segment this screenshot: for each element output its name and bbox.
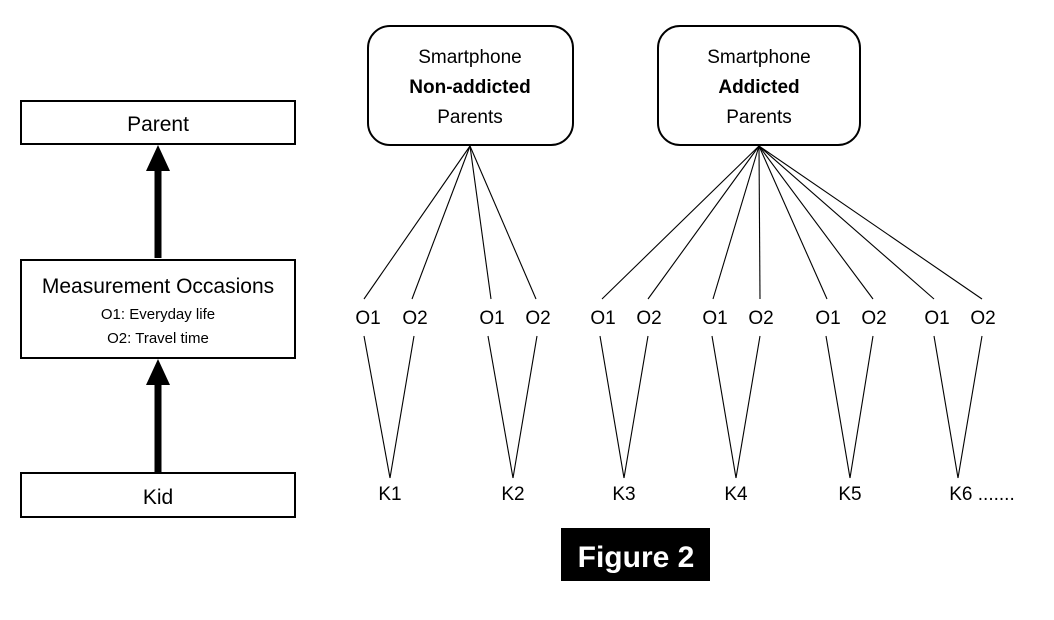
occasion-label-row: O1 O2 O1 O2 O1 O2 O1 O2 O1 O2 O1 O2 <box>355 308 995 329</box>
kid-box-label: Kid <box>143 486 173 509</box>
occasion-label: O1 <box>479 308 504 329</box>
measurement-occasions-box-label: Measurement Occasions <box>42 275 274 298</box>
occasion-label: O2 <box>525 308 550 329</box>
v-line <box>711 335 737 479</box>
parent-level-box: Parent <box>20 100 296 145</box>
addicted-box-rect <box>657 25 861 146</box>
v-line <box>512 335 538 479</box>
kid-label: K1 <box>378 484 401 505</box>
occasion-label: O1 <box>590 308 615 329</box>
fan-line <box>469 145 537 300</box>
v-lines-occasions-to-kids <box>363 335 983 479</box>
fan-line <box>758 145 828 300</box>
figure-caption-label: Figure 2 <box>578 541 695 574</box>
measurement-occasions-box-rect <box>20 259 296 359</box>
parent-box-label: Parent <box>127 113 189 136</box>
addicted-line-3: Parents <box>726 107 791 128</box>
arrow-kid-to-occasions <box>146 359 170 472</box>
arrow-head-up <box>146 359 170 385</box>
occasion-label: O1 <box>702 308 727 329</box>
fan-line <box>712 145 760 300</box>
fan-lines-addicted <box>601 145 983 300</box>
occasion-definition-o2: O2: Travel time <box>107 330 209 347</box>
fan-line <box>758 145 761 300</box>
kid-label: K6 ....... <box>949 484 1014 505</box>
kid-label: K3 <box>612 484 635 505</box>
fan-line <box>601 145 760 300</box>
fan-line <box>758 145 983 300</box>
fan-line <box>363 145 471 300</box>
v-line <box>957 335 983 479</box>
v-line <box>623 335 649 479</box>
group-box-addicted: Smartphone Addicted Parents <box>657 25 861 146</box>
occasion-label: O2 <box>861 308 886 329</box>
addicted-line-1: Smartphone <box>707 47 811 68</box>
group-box-non-addicted: Smartphone Non-addicted Parents <box>367 25 574 146</box>
measurement-occasions-level-box: Measurement Occasions O1: Everyday life … <box>20 259 296 359</box>
occasion-label: O2 <box>402 308 427 329</box>
right-panel-sample-structure: Smartphone Non-addicted Parents Smartpho… <box>355 25 1015 505</box>
occasion-label: O1 <box>924 308 949 329</box>
arrow-occasions-to-parent <box>146 145 170 258</box>
non-addicted-line-2: Non-addicted <box>409 77 530 98</box>
occasion-label: O2 <box>970 308 995 329</box>
fan-line <box>758 145 874 300</box>
left-panel-multilevel-structure: Parent Measurement Occasions O1: Everyda… <box>20 100 296 518</box>
occasion-label: O1 <box>815 308 840 329</box>
v-line <box>849 335 874 479</box>
v-line <box>735 335 761 479</box>
kid-label: K4 <box>724 484 748 505</box>
fan-line <box>758 145 935 300</box>
non-addicted-box-rect <box>367 25 574 146</box>
occasion-label: O1 <box>355 308 380 329</box>
fan-line <box>411 145 471 300</box>
v-line <box>363 335 391 479</box>
v-line <box>389 335 415 479</box>
figure-caption: Figure 2 <box>561 528 710 581</box>
occasion-definition-o1: O1: Everyday life <box>101 306 215 323</box>
arrow-head-up <box>146 145 170 171</box>
kid-level-box: Kid <box>20 472 296 518</box>
kid-box-rect <box>20 472 296 518</box>
fan-line <box>647 145 760 300</box>
occasion-label: O2 <box>748 308 773 329</box>
non-addicted-line-3: Parents <box>437 107 502 128</box>
non-addicted-line-1: Smartphone <box>418 47 522 68</box>
kid-label: K5 <box>838 484 861 505</box>
v-line <box>825 335 851 479</box>
kid-label-row: K1 K2 K3 K4 K5 K6 ....... <box>378 484 1014 505</box>
figure-caption-background <box>561 528 710 581</box>
v-line <box>599 335 625 479</box>
v-line <box>933 335 959 479</box>
fan-lines-non-addicted <box>363 145 537 300</box>
parent-box-rect <box>20 100 296 145</box>
addicted-line-2: Addicted <box>718 77 799 98</box>
v-line <box>487 335 514 479</box>
occasion-label: O2 <box>636 308 661 329</box>
fan-line <box>469 145 492 300</box>
kid-label: K2 <box>501 484 524 505</box>
